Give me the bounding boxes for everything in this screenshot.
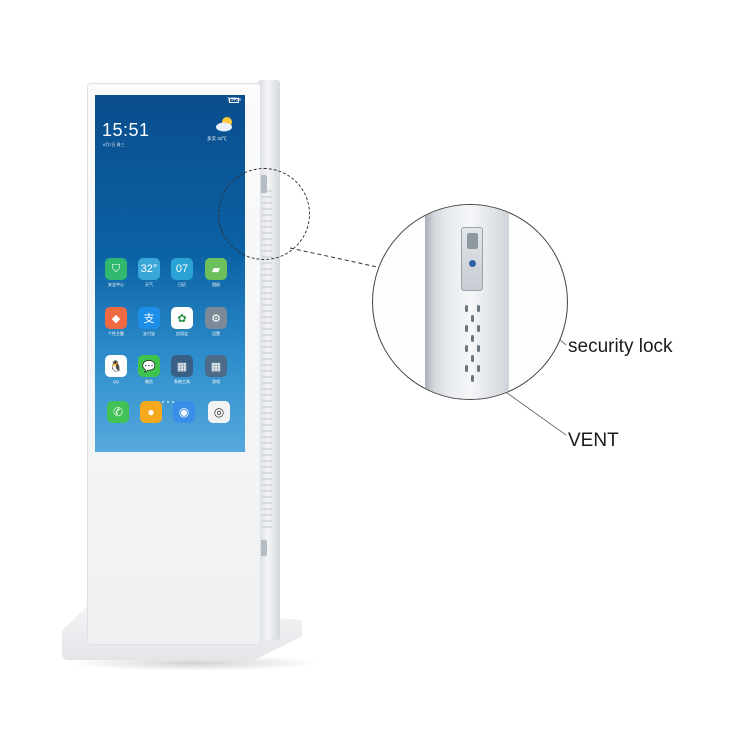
app-label: 天气: [145, 282, 153, 287]
vent-holes: [465, 305, 483, 385]
zoom-detail-circle: [372, 204, 568, 400]
detail-highlight-circle: [218, 168, 310, 260]
app-label: 个性主题: [108, 331, 124, 336]
side-port: [259, 540, 267, 556]
app-label: 日历: [178, 282, 186, 287]
app-icon[interactable]: ✿: [171, 307, 193, 329]
app-label: 相册: [212, 282, 220, 287]
app-icon[interactable]: ▦: [205, 355, 227, 377]
clock-time: 15:51: [102, 120, 150, 140]
lock-slot-top: [467, 233, 478, 249]
app-icon[interactable]: ▰: [205, 258, 227, 280]
status-bar: 7.9K/s: [95, 97, 245, 106]
app-label: 设置: [212, 331, 220, 336]
security-lock-label: security lock: [568, 336, 673, 357]
lock-keyhole-icon: [469, 260, 476, 267]
app-icon[interactable]: 💬: [138, 355, 160, 377]
camera-icon[interactable]: ◎: [208, 401, 230, 423]
weather-cloud-icon: [216, 117, 232, 132]
clock-date: 8月7日 周三: [103, 142, 125, 147]
security-lock-slot: [461, 227, 483, 291]
app-label: 系统工具: [174, 379, 190, 384]
weather-text: 多云 32℃: [207, 136, 227, 141]
app-label: 应用宝: [176, 331, 188, 336]
app-icon[interactable]: ◆: [105, 307, 127, 329]
status-text: 7.9K/s: [226, 97, 241, 103]
app-icon[interactable]: 🐧: [105, 355, 127, 377]
app-icon[interactable]: 支: [138, 307, 160, 329]
app-label: 支付宝: [143, 331, 155, 336]
app-label: QQ: [112, 379, 120, 384]
app-icon[interactable]: ⛉: [105, 258, 127, 280]
side-vent-strip: [262, 190, 272, 530]
browser-icon[interactable]: ◉: [173, 401, 195, 423]
messages-icon[interactable]: ●: [140, 401, 162, 423]
phone-icon[interactable]: ✆: [107, 401, 129, 423]
zoomed-panel-edge: [425, 205, 435, 399]
vent-label: VENT: [568, 430, 619, 451]
kiosk-screen: 7.9K/s 15:51 8月7日 周三 多云 32℃ ⛉ 安全中心 32° 天气 07…: [95, 95, 245, 452]
app-icon[interactable]: 07: [171, 258, 193, 280]
app-icon[interactable]: ⚙: [205, 307, 227, 329]
app-icon[interactable]: 32°: [138, 258, 160, 280]
app-label: 游戏: [212, 379, 220, 384]
battery-icon: [229, 98, 239, 103]
app-label: 安全中心: [108, 282, 124, 287]
app-label: 微信: [145, 379, 153, 384]
app-icon[interactable]: ▦: [171, 355, 193, 377]
